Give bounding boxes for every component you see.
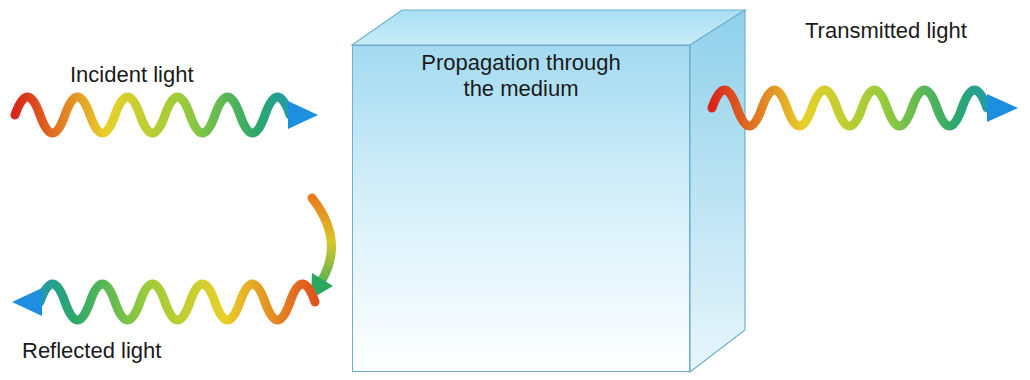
transmitted-label: Transmitted light bbox=[805, 18, 967, 44]
transmitted-arrowhead bbox=[987, 94, 1018, 122]
incident-wave bbox=[15, 97, 290, 133]
cube-side-face bbox=[690, 10, 745, 372]
incident-arrowhead bbox=[288, 101, 318, 129]
reflected-arrowhead bbox=[12, 288, 42, 316]
medium-curved-arrowhead bbox=[654, 279, 676, 304]
incident-label: Incident light bbox=[70, 62, 194, 88]
medium-arrowhead bbox=[602, 119, 630, 145]
medium-caption: Propagation through the medium bbox=[406, 50, 636, 103]
reflected-wave bbox=[40, 284, 315, 320]
medium-curved-arrow bbox=[650, 200, 672, 285]
transmitted-wave bbox=[712, 90, 987, 126]
reflected-label: Reflected light bbox=[22, 338, 161, 364]
medium-cube-front: Propagation through the medium bbox=[352, 45, 690, 372]
cube-top-face bbox=[352, 10, 745, 45]
reflection-curved-arrow bbox=[312, 198, 331, 280]
medium-wave bbox=[400, 116, 600, 148]
